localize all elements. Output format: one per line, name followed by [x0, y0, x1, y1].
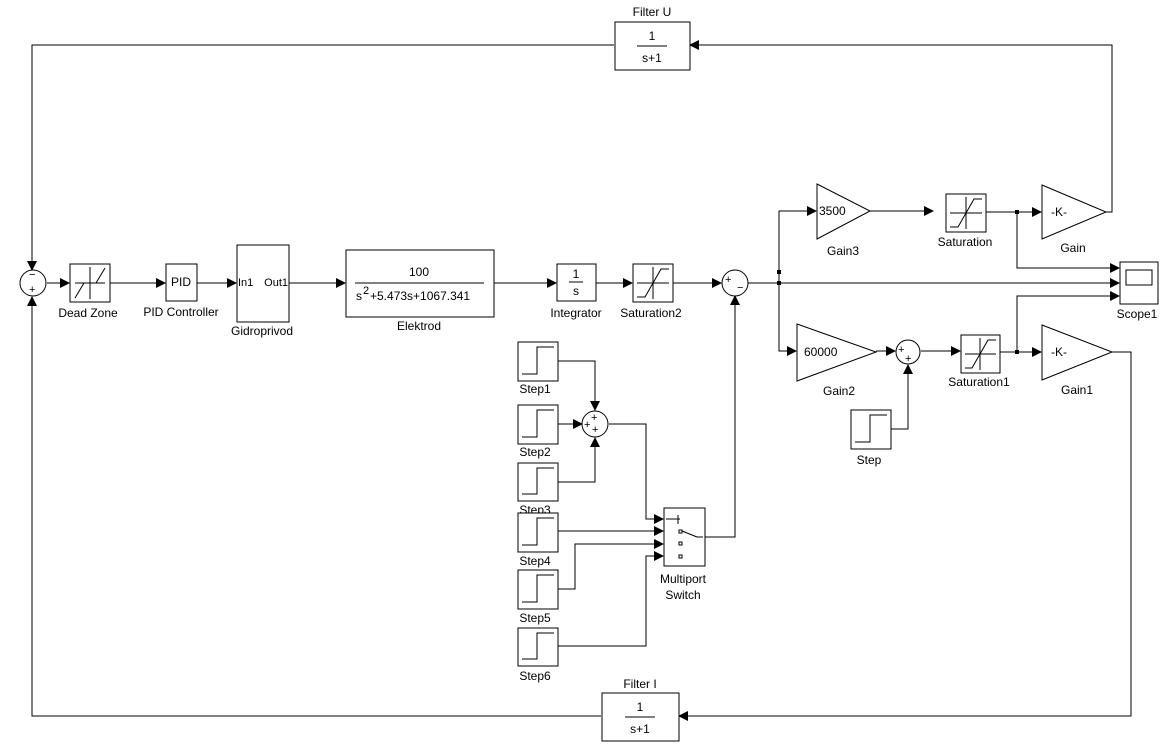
gain-label: Gain: [1060, 241, 1085, 255]
sum-mid-left-sign: +: [725, 274, 731, 286]
step-icon: [522, 517, 554, 546]
dead-zone-block[interactable]: Dead Zone: [58, 263, 118, 320]
step-icon: [522, 467, 554, 495]
elektrod-transfer-fcn[interactable]: 100 s 2 +5.473s+1067.341 Elektrod: [345, 249, 495, 333]
elektrod-denominator-exp: 2: [363, 285, 369, 297]
step3-block[interactable]: Step3: [517, 462, 559, 517]
gain2-block[interactable]: 60000 Gain2: [796, 323, 878, 398]
dead-zone-label: Dead Zone: [58, 306, 118, 320]
sum-steps-bottom-sign: +: [592, 424, 598, 436]
step-icon: [522, 632, 554, 660]
step-icon: [855, 414, 887, 443]
step-label: Step: [857, 453, 882, 467]
dead-zone-icon: [74, 267, 106, 299]
gain2-value: 60000: [804, 345, 838, 359]
sum-main[interactable]: − +: [19, 269, 47, 297]
gidroprivod-subsystem[interactable]: In1 Out1 Gidroprivod: [231, 244, 293, 338]
gain1-label: Gain1: [1061, 383, 1093, 397]
gidroprivod-out-port: Out1: [264, 277, 288, 289]
saturation2-block[interactable]: Saturation2: [620, 263, 682, 320]
step1-block[interactable]: Step1: [517, 341, 559, 396]
gain-block[interactable]: -K- Gain: [1041, 184, 1108, 255]
multiport-label-line1: Multiport: [660, 572, 707, 586]
step6-label: Step6: [519, 669, 551, 683]
pid-label: PID Controller: [143, 305, 218, 319]
gidroprivod-label: Gidroprivod: [231, 324, 293, 338]
filter-i-numerator: 1: [637, 700, 644, 714]
step4-label: Step4: [519, 554, 551, 568]
saturation1-label: Saturation1: [948, 375, 1010, 389]
integrator-denominator: s: [573, 284, 579, 298]
step1-label: Step1: [519, 382, 551, 396]
switch-icon: [666, 515, 703, 559]
filter-i-block[interactable]: Filter I 1 s+1: [601, 677, 680, 742]
elektrod-denominator-s: s: [356, 289, 362, 303]
integrator-block[interactable]: 1 s Integrator: [550, 263, 602, 320]
pid-controller-block[interactable]: PID PID Controller: [143, 263, 219, 319]
gain2-label: Gain2: [823, 384, 855, 398]
step-icon: [522, 346, 554, 375]
sum-steps-left-sign: +: [584, 419, 590, 431]
sum-main-top-sign: −: [29, 269, 35, 281]
sum-steps[interactable]: + + +: [581, 410, 609, 438]
step-icon: [522, 574, 554, 603]
sum-mid[interactable]: + −: [721, 269, 749, 297]
step2-label: Step2: [519, 445, 551, 459]
filter-u-numerator: 1: [649, 29, 656, 43]
multiport-switch-block[interactable]: Multiport Switch: [660, 507, 707, 602]
step4-block[interactable]: Step4: [517, 512, 559, 568]
step5-label: Step5: [519, 611, 551, 625]
scope-screen-icon: [1125, 269, 1153, 286]
elektrod-denominator-rest: +5.473s+1067.341: [370, 289, 470, 303]
step-icon: [522, 409, 554, 438]
saturation-block[interactable]: Saturation: [938, 193, 993, 249]
saturation-label: Saturation: [938, 235, 993, 249]
step6-block[interactable]: Step6: [517, 627, 559, 683]
saturation2-label: Saturation2: [620, 306, 682, 320]
filter-u-block[interactable]: Filter U 1 s+1: [614, 5, 691, 71]
filter-u-denominator: s+1: [642, 51, 662, 65]
integrator-numerator: 1: [573, 267, 580, 281]
gain3-value: 3500: [819, 204, 846, 218]
scope1-block[interactable]: Scope1: [1117, 261, 1159, 321]
sum-mid-right-sign: −: [737, 282, 743, 294]
sum-gain2-bottom-sign: +: [905, 353, 911, 365]
gain-value: -K-: [1051, 205, 1067, 219]
sum-gain2-left-sign: +: [898, 344, 904, 356]
step-block[interactable]: Step: [850, 409, 892, 467]
saturation-icon: [965, 338, 996, 370]
filter-u-label: Filter U: [633, 5, 672, 19]
pid-text: PID: [171, 275, 191, 289]
gain1-block[interactable]: -K- Gain1: [1041, 324, 1114, 397]
step2-block[interactable]: Step2: [517, 404, 559, 459]
step5-block[interactable]: Step5: [517, 569, 559, 625]
elektrod-label: Elektrod: [397, 319, 441, 333]
scope1-label: Scope1: [1117, 307, 1158, 321]
saturation-icon: [637, 267, 669, 299]
signal-lines: [27, 40, 1132, 721]
elektrod-numerator: 100: [409, 265, 429, 279]
multiport-label-line2: Switch: [665, 588, 700, 602]
sum-main-bottom-sign: +: [29, 284, 35, 296]
integrator-label: Integrator: [550, 306, 601, 320]
gidroprivod-in-port: In1: [238, 277, 253, 289]
sum-steps-top-sign: +: [591, 412, 597, 424]
filter-i-denominator: s+1: [630, 722, 650, 736]
gain1-value: -K-: [1051, 345, 1067, 359]
filter-i-label: Filter I: [623, 677, 656, 691]
gain3-label: Gain3: [827, 244, 859, 258]
saturation1-block[interactable]: Saturation1: [948, 334, 1010, 389]
saturation-icon: [950, 197, 982, 229]
sum-gain2[interactable]: + +: [895, 339, 921, 365]
gain3-block[interactable]: 3500 Gain3: [816, 183, 872, 258]
